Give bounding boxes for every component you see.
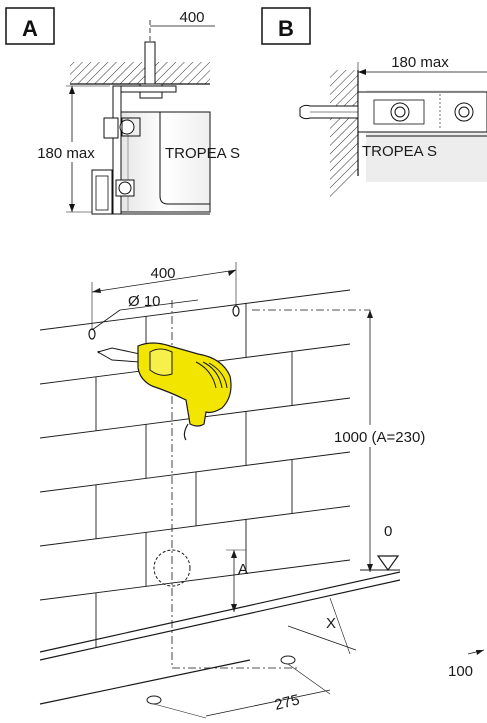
dim-a-label: A (238, 561, 248, 578)
panel-a: A 400 180 max (5, 7, 240, 215)
dim-275-line (205, 689, 331, 717)
floor-lines (39, 571, 401, 705)
dim-x-line (287, 625, 357, 651)
drill-icon (96, 342, 232, 441)
product-label-a: TROPEA S (165, 145, 240, 162)
floor-hole-2 (146, 695, 162, 705)
pipe-position (153, 549, 191, 587)
zero-marker (376, 555, 400, 572)
product-label-b: TROPEA S (362, 143, 437, 160)
drilling-diagram (39, 262, 485, 719)
dim-100-label: 100 (448, 663, 473, 680)
panel-a-letter: A (22, 16, 38, 41)
ceiling-hatch (70, 62, 210, 84)
dim-400-drill-label: 400 (150, 265, 175, 282)
dim-x-label: X (326, 615, 336, 632)
wall-plug (144, 41, 156, 89)
dim-180b-label: 180 max (391, 54, 449, 71)
panel-b: B 180 max TROPEA S (261, 7, 487, 200)
wall-hatch (330, 70, 358, 200)
bracket-plate (115, 85, 177, 93)
dim-diameter-label: Ø 10 (128, 293, 161, 310)
drill-hole-right (232, 305, 240, 317)
panel-b-letter-box (261, 7, 311, 45)
dim-180-label: 180 max (37, 145, 95, 162)
floor-zero-label: 0 (384, 523, 392, 540)
panel-a-letter-box (5, 7, 55, 45)
drill-hole-left (88, 328, 96, 340)
dim-1000-label: 1000 (A=230) (334, 429, 425, 446)
radiator-body (120, 111, 211, 213)
panel-b-letter: B (278, 16, 294, 41)
dim-275-label: 275 (273, 691, 301, 714)
dim-400-label: 400 (179, 9, 204, 26)
dim-400-drill-line (91, 269, 237, 293)
floor-hole-1 (280, 655, 296, 665)
